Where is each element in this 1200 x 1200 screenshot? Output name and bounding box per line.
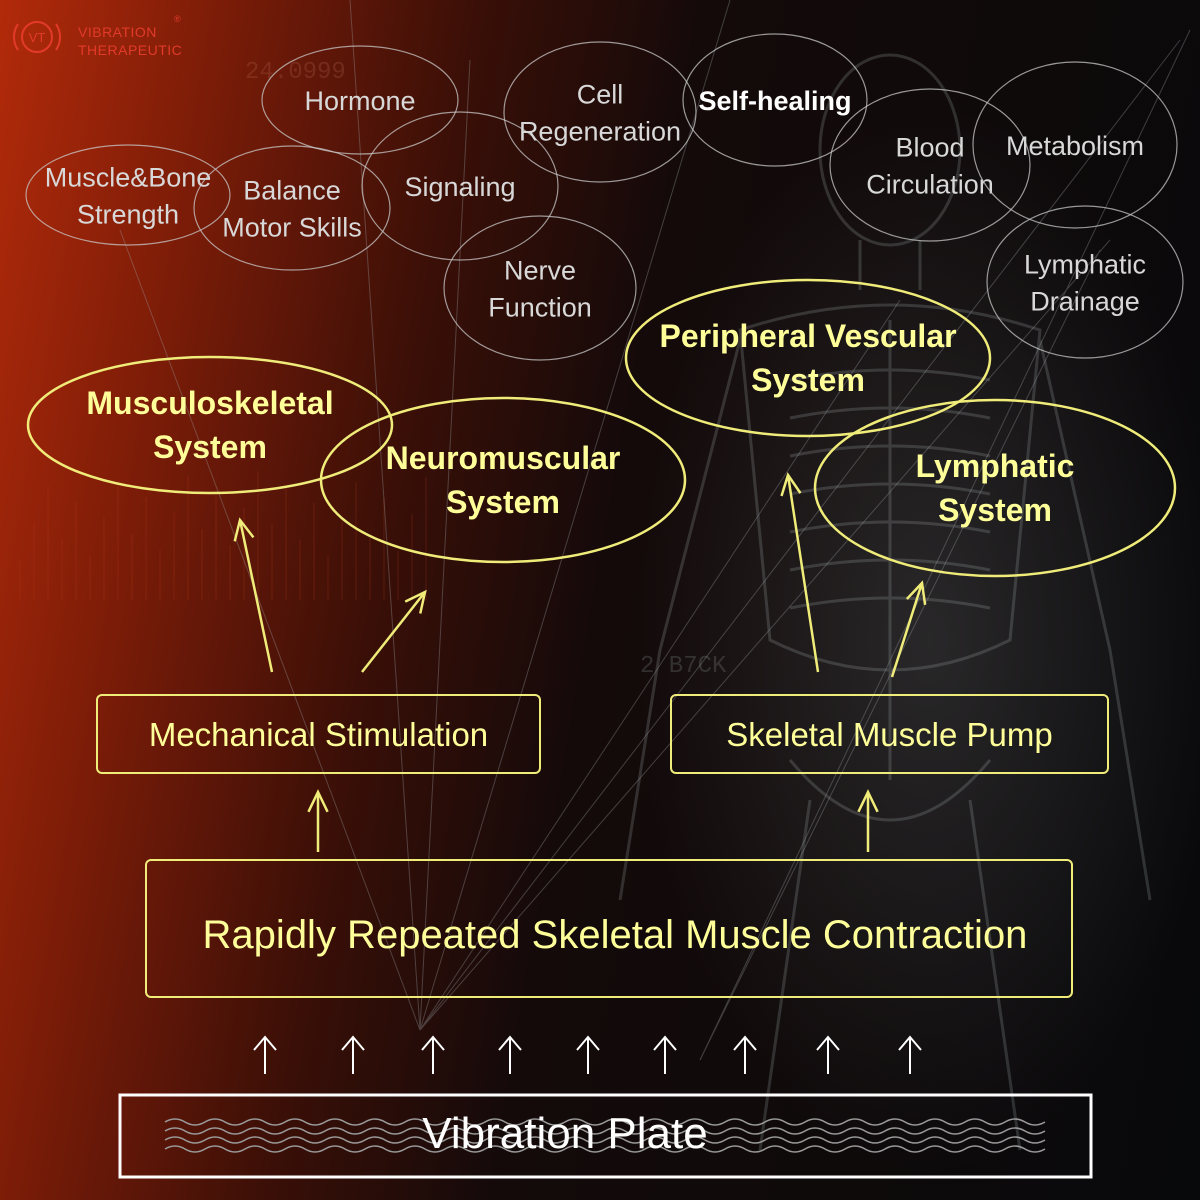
vibration-arrow-icon (253, 1035, 277, 1074)
benefit-label: Strength (77, 200, 179, 230)
system-outline (319, 396, 687, 564)
benefit-outline (986, 205, 1184, 359)
mechanism-label: Mechanical Stimulation (149, 716, 488, 753)
benefit-label: Circulation (866, 170, 994, 200)
system-label: Lymphatic (916, 448, 1075, 484)
up-arrow-icon (890, 580, 927, 678)
skeleton-figure-icon (618, 53, 1152, 1151)
vibration-arrow-icon (576, 1035, 600, 1074)
contraction-box: Rapidly Repeated Skeletal Muscle Contrac… (145, 859, 1073, 998)
benefit-bubble: Signaling (361, 111, 559, 261)
system-label: Musculoskeletal (86, 385, 333, 421)
system-label: Neuromuscular (386, 440, 621, 476)
up-arrow-icon (307, 789, 329, 852)
benefit-outline (503, 41, 697, 183)
vibration-arrow-icon (421, 1035, 445, 1074)
benefit-outline (682, 33, 868, 167)
vibration-arrow-icon (733, 1035, 757, 1074)
benefit-outline (443, 215, 637, 361)
benefit-label: Balance (243, 176, 341, 206)
up-arrow-icon (857, 789, 879, 852)
benefit-bubble: Hormone (261, 45, 459, 155)
mechanism-box: Mechanical Stimulation (96, 694, 541, 774)
vibration-plate: Vibration Plate (118, 1093, 1093, 1179)
up-arrow-icon (233, 517, 274, 673)
brand-logo: VT VIBRATION THERAPEUTIC ® (12, 12, 202, 62)
benefit-label: Muscle&Bone (45, 163, 212, 193)
vibration-arrow-icon (816, 1035, 840, 1074)
benefit-label: Lymphatic (1024, 250, 1146, 280)
benefit-outline (261, 45, 459, 155)
mechanism-box: Skeletal Muscle Pump (670, 694, 1109, 774)
contraction-label: Rapidly Repeated Skeletal Muscle Contrac… (203, 913, 1028, 957)
background-grid (19, 471, 427, 600)
wave-lines-icon (164, 1118, 1046, 1153)
flow-arrows (233, 472, 927, 852)
benefit-label: Signaling (404, 172, 515, 202)
system-label: Peripheral Vescular (659, 318, 956, 354)
benefit-bubble: Metabolism (972, 61, 1178, 229)
plate-label: Vibration Plate (422, 1109, 707, 1158)
benefit-label: Nerve (504, 256, 576, 286)
vibration-arrow-icon (653, 1035, 677, 1074)
benefit-label: Cell (577, 80, 624, 110)
benefit-bubble: Self-healing (682, 33, 868, 167)
vibration-arrows (253, 1035, 922, 1074)
benefit-label: Self-healing (698, 86, 851, 116)
system-label: System (446, 484, 560, 520)
benefit-label: Regeneration (519, 117, 681, 147)
benefit-outline (25, 144, 231, 246)
vibration-arrow-icon (341, 1035, 365, 1074)
up-arrow-icon (361, 589, 427, 673)
background-readout: 24.0999 (245, 59, 346, 86)
perspective-lines (119, 0, 1191, 1061)
benefit-label: Function (488, 293, 592, 323)
up-arrow-icon (780, 472, 820, 673)
vt-logo-icon: VT (13, 21, 61, 53)
vibration-arrow-icon (898, 1035, 922, 1074)
benefit-outline (361, 111, 559, 261)
registered-mark: ® (174, 14, 181, 24)
system-label: System (153, 429, 267, 465)
system-label: System (938, 492, 1052, 528)
benefit-label: Drainage (1030, 287, 1140, 317)
brand-name-line1: VIBRATION (78, 24, 157, 40)
benefit-label: Blood (895, 133, 964, 163)
contraction-outline (145, 859, 1073, 998)
mechanism-outline (670, 694, 1109, 774)
benefit-label: Hormone (304, 86, 415, 116)
benefit-label: Motor Skills (222, 213, 362, 243)
mechanism-outline (96, 694, 541, 774)
benefit-outline (972, 61, 1178, 229)
background-code: 2 B7CK (640, 653, 727, 680)
brand-name-line2: THERAPEUTIC (78, 42, 183, 58)
benefit-label: Metabolism (1006, 131, 1144, 161)
system-outline (813, 398, 1177, 578)
system-label: System (751, 362, 865, 398)
plate-outline (118, 1093, 1093, 1179)
vibration-arrow-icon (498, 1035, 522, 1074)
benefit-outline (829, 88, 1031, 242)
system-outline (26, 355, 394, 495)
mechanism-label: Skeletal Muscle Pump (726, 716, 1052, 753)
system-outline (624, 278, 992, 438)
svg-text:VT: VT (29, 30, 46, 45)
benefit-outline (193, 145, 391, 271)
mechanisms-layer: Mechanical Stimulation Skeletal Muscle Pu… (96, 694, 1109, 774)
